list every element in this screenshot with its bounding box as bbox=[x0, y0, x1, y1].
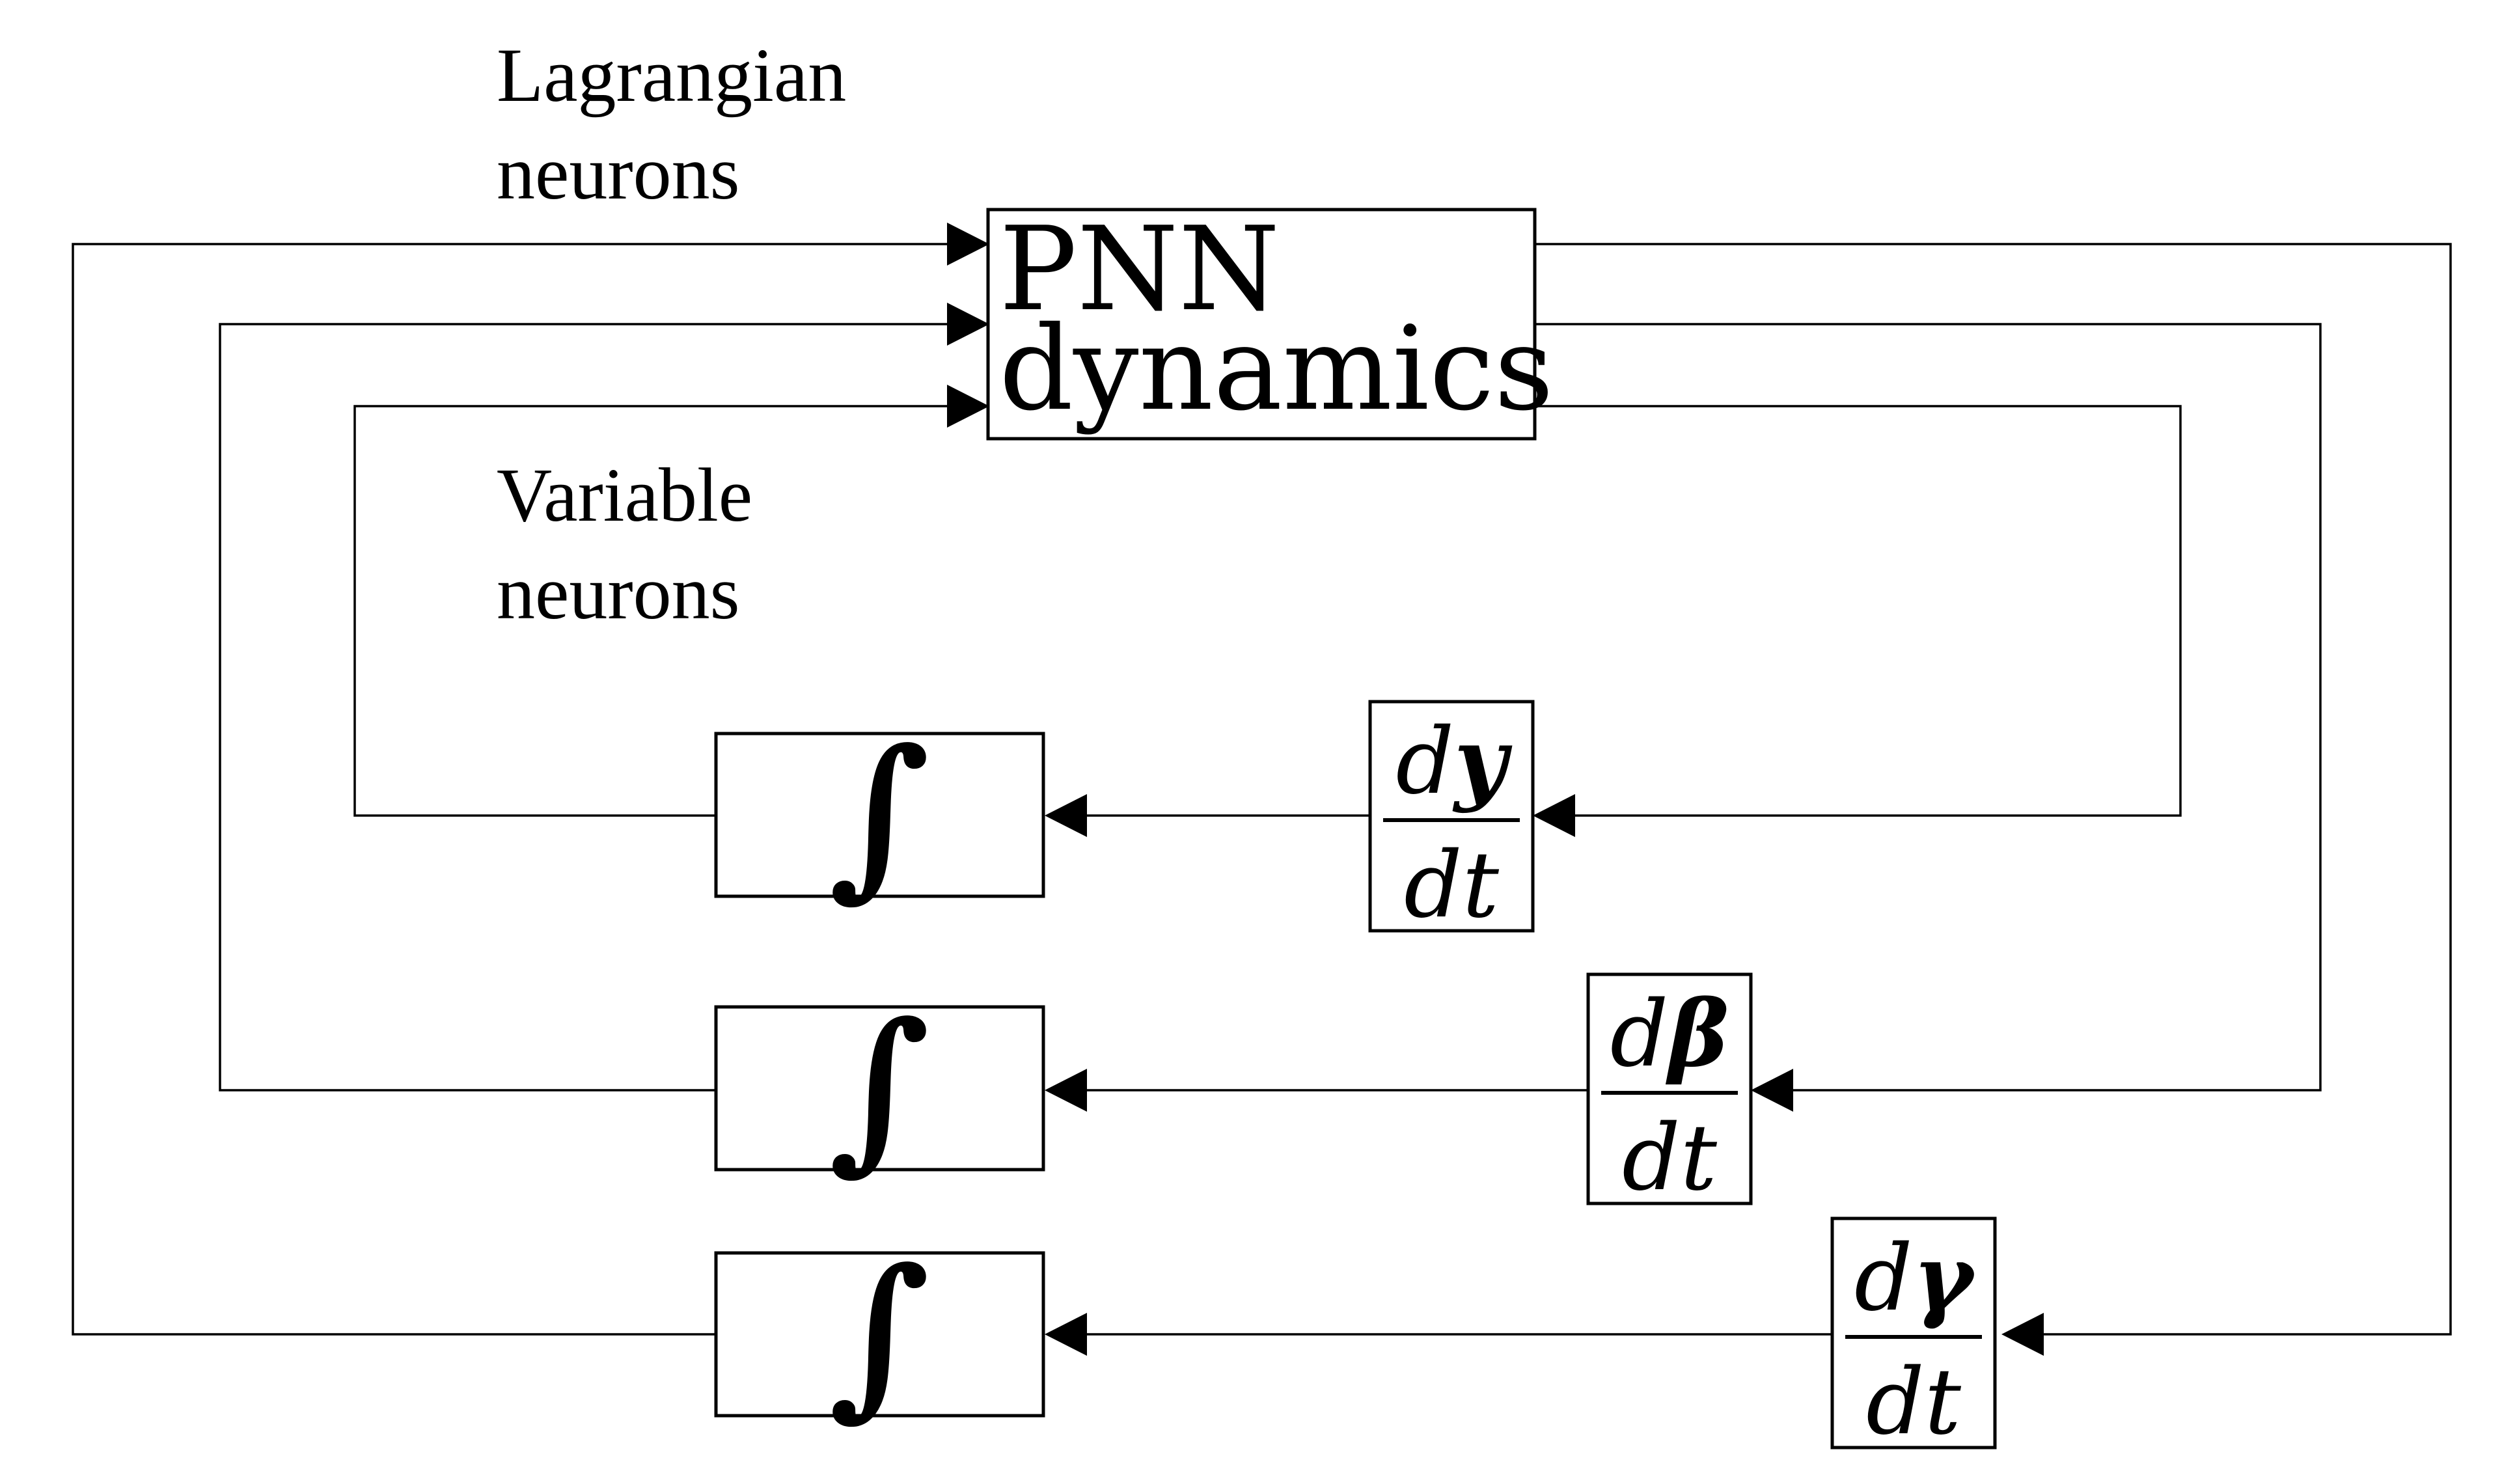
derivative-denominator: dt bbox=[1404, 832, 1500, 939]
integrator-block-y: ∫ bbox=[714, 710, 1045, 917]
variable-label-line1: Variable bbox=[497, 452, 752, 538]
arrowhead-gamma-derivative bbox=[2001, 1313, 2044, 1356]
pnn-block-title: PNN bbox=[999, 202, 1280, 337]
beta-integrator-to-pnn-wire bbox=[219, 323, 950, 1092]
arrowhead-y-derivative bbox=[1533, 794, 1575, 837]
derivative-numerator: dβ bbox=[1610, 981, 1729, 1088]
arrowhead-gamma-integrator bbox=[1045, 1313, 1087, 1356]
arrowhead-pnn-input-1 bbox=[947, 223, 989, 266]
derivative-denominator: dt bbox=[1622, 1105, 1718, 1211]
beta-feedback-wire bbox=[1536, 323, 2322, 1092]
integrator-block-beta: ∫ bbox=[714, 983, 1045, 1190]
gamma-integrator-to-pnn-wire bbox=[72, 243, 950, 1336]
pnn-block-subtitle: dynamics bbox=[999, 301, 1554, 436]
derivative-block-y: dy dt bbox=[1368, 700, 1535, 939]
arrowhead-beta-integrator bbox=[1045, 1069, 1087, 1112]
variable-label-line2: neurons bbox=[497, 550, 740, 635]
derivative-numerator: dγ bbox=[1854, 1225, 1977, 1332]
gamma-feedback-wire bbox=[1536, 243, 2452, 1336]
derivative-block-gamma: dγ dt bbox=[1830, 1216, 1997, 1455]
integrator-block-gamma: ∫ bbox=[714, 1230, 1045, 1436]
y-integrator-to-pnn-wire bbox=[353, 405, 950, 817]
integral-icon: ∫ bbox=[829, 710, 930, 917]
arrowhead-pnn-input-3 bbox=[947, 385, 989, 428]
arrowhead-beta-derivative bbox=[1751, 1069, 1793, 1112]
pnn-dynamics-block: PNN dynamics bbox=[986, 202, 1554, 441]
arrowhead-y-integrator bbox=[1045, 794, 1087, 837]
arrowhead-pnn-input-2 bbox=[947, 303, 989, 346]
integral-icon: ∫ bbox=[829, 1230, 930, 1436]
derivative-block-beta: dβ dt bbox=[1586, 972, 1753, 1211]
lagrangian-label-line2: neurons bbox=[497, 130, 740, 215]
y-feedback-wire bbox=[1536, 405, 2182, 817]
derivative-denominator: dt bbox=[1866, 1349, 1962, 1455]
integral-icon: ∫ bbox=[829, 983, 930, 1190]
lagrangian-label-line1: Lagrangian bbox=[497, 33, 846, 118]
derivative-numerator: dy bbox=[1396, 708, 1513, 815]
